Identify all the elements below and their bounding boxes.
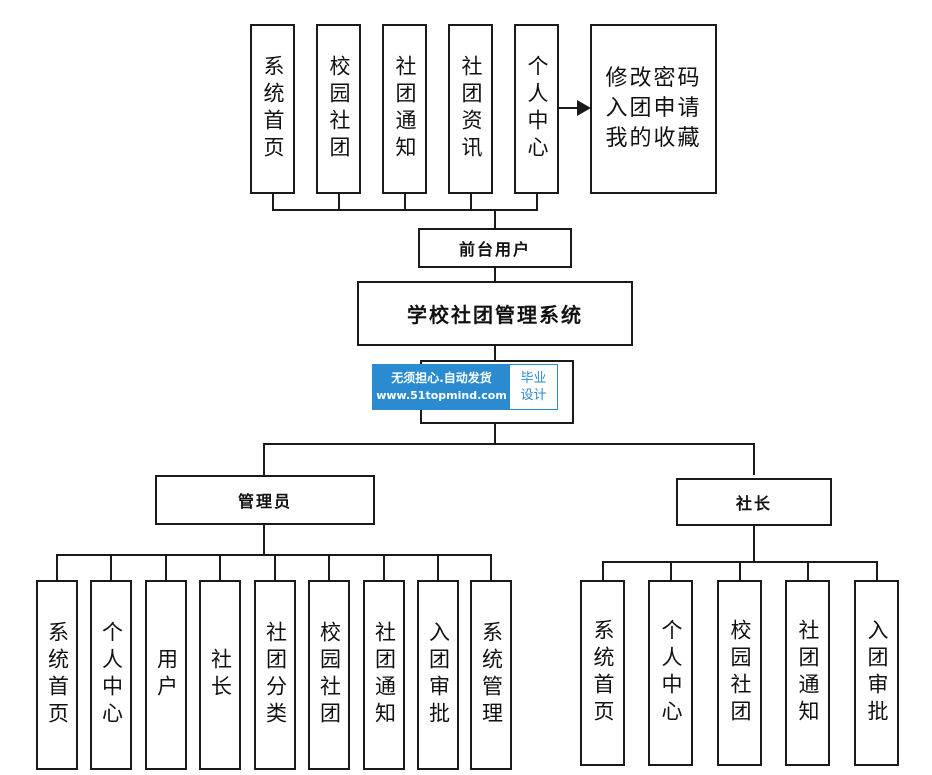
system-title: 学校社团管理系统 — [407, 303, 583, 327]
connector — [56, 554, 58, 580]
connector — [338, 194, 340, 210]
watermark-tag: 毕业 设计 — [510, 365, 557, 409]
module-label: 系统首页 — [591, 619, 615, 727]
front-module-home: 系统首页 — [250, 24, 295, 194]
connector — [470, 194, 472, 210]
front-user-label: 前台用户 — [458, 240, 531, 259]
arrow-line — [559, 107, 579, 109]
admin-module-campus-clubs: 校园社团 — [308, 580, 350, 770]
connector — [272, 194, 274, 210]
front-module-personal-center: 个人中心 — [514, 24, 559, 194]
watermark-tag2: 设计 — [520, 388, 547, 403]
watermark-url: www.51topmind.com — [376, 389, 507, 402]
module-label: 校园社团 — [317, 621, 342, 729]
connector — [494, 346, 496, 360]
president-module-personal-center: 个人中心 — [648, 580, 693, 766]
front-module-club-news: 社团资讯 — [448, 24, 493, 194]
front-module-club-notice: 社团通知 — [382, 24, 427, 194]
connector — [807, 561, 809, 581]
admin-module-system-management: 系统管理 — [470, 580, 512, 770]
module-label: 社团通知 — [372, 621, 397, 729]
connector — [383, 554, 385, 580]
module-label: 入团审批 — [865, 619, 889, 727]
connector — [110, 554, 112, 580]
connector — [876, 561, 878, 581]
module-label: 个人中心 — [99, 621, 124, 729]
connector — [536, 194, 538, 210]
president-label: 社长 — [735, 494, 772, 513]
connector — [739, 561, 741, 581]
submodule-change-password: 修改密码 — [605, 66, 702, 91]
connector — [263, 525, 265, 555]
connector — [219, 554, 221, 580]
module-label: 社团资讯 — [459, 55, 483, 163]
submodule-join-application: 入团申请 — [605, 96, 702, 121]
admin-node: 管理员 — [155, 475, 375, 525]
president-module-club-notice: 社团通知 — [785, 580, 830, 766]
watermark-line1: 无须担心.自动发货 — [391, 371, 492, 385]
module-label: 校园社团 — [327, 55, 351, 163]
connector — [328, 554, 330, 580]
connector — [404, 194, 406, 210]
admin-module-presidents: 社长 — [199, 580, 241, 770]
admin-module-club-notice: 社团通知 — [363, 580, 405, 770]
connector — [670, 561, 672, 581]
connector — [490, 554, 492, 580]
connector — [753, 443, 755, 475]
module-label: 校园社团 — [728, 619, 752, 727]
admin-module-personal-center: 个人中心 — [90, 580, 132, 770]
watermark-badge: 无须担心.自动发货 www.51topmind.com 毕业 设计 — [372, 364, 558, 410]
module-label: 入团审批 — [426, 621, 451, 729]
module-label: 用户 — [154, 648, 179, 702]
connector — [494, 268, 496, 282]
president-module-home: 系统首页 — [580, 580, 625, 766]
connector — [494, 209, 496, 229]
president-module-campus-clubs: 校园社团 — [717, 580, 762, 766]
watermark-tag1: 毕业 — [520, 371, 547, 386]
connector — [437, 554, 439, 580]
submodule-my-favorites: 我的收藏 — [605, 126, 702, 151]
admin-module-users: 用户 — [145, 580, 187, 770]
connector — [753, 526, 755, 562]
president-module-join-approval: 入团审批 — [854, 580, 899, 766]
module-label: 个人中心 — [525, 55, 549, 163]
module-label: 系统管理 — [479, 621, 504, 729]
connector — [165, 554, 167, 580]
module-label: 系统首页 — [45, 621, 70, 729]
module-label: 社团通知 — [796, 619, 820, 727]
admin-label: 管理员 — [237, 492, 292, 511]
admin-module-home: 系统首页 — [36, 580, 78, 770]
front-user-node: 前台用户 — [418, 228, 572, 268]
module-label: 社团通知 — [393, 55, 417, 163]
connector — [272, 209, 538, 211]
connector — [263, 443, 265, 475]
admin-module-club-category: 社团分类 — [254, 580, 296, 770]
system-root-node: 学校社团管理系统 — [357, 281, 633, 346]
arrow-head — [577, 100, 591, 116]
module-label: 系统首页 — [261, 55, 285, 163]
module-label: 社团分类 — [263, 621, 288, 729]
connector — [494, 424, 496, 444]
front-module-campus-clubs: 校园社团 — [316, 24, 361, 194]
connector — [274, 554, 276, 580]
connector — [602, 561, 604, 581]
watermark-text: 无须担心.自动发货 www.51topmind.com — [373, 365, 510, 409]
connector — [263, 443, 755, 445]
module-label: 社长 — [208, 648, 233, 702]
personal-center-submodules: 修改密码 入团申请 我的收藏 — [590, 24, 717, 194]
module-label: 个人中心 — [659, 619, 683, 727]
president-node: 社长 — [676, 478, 832, 526]
admin-module-join-approval: 入团审批 — [417, 580, 459, 770]
